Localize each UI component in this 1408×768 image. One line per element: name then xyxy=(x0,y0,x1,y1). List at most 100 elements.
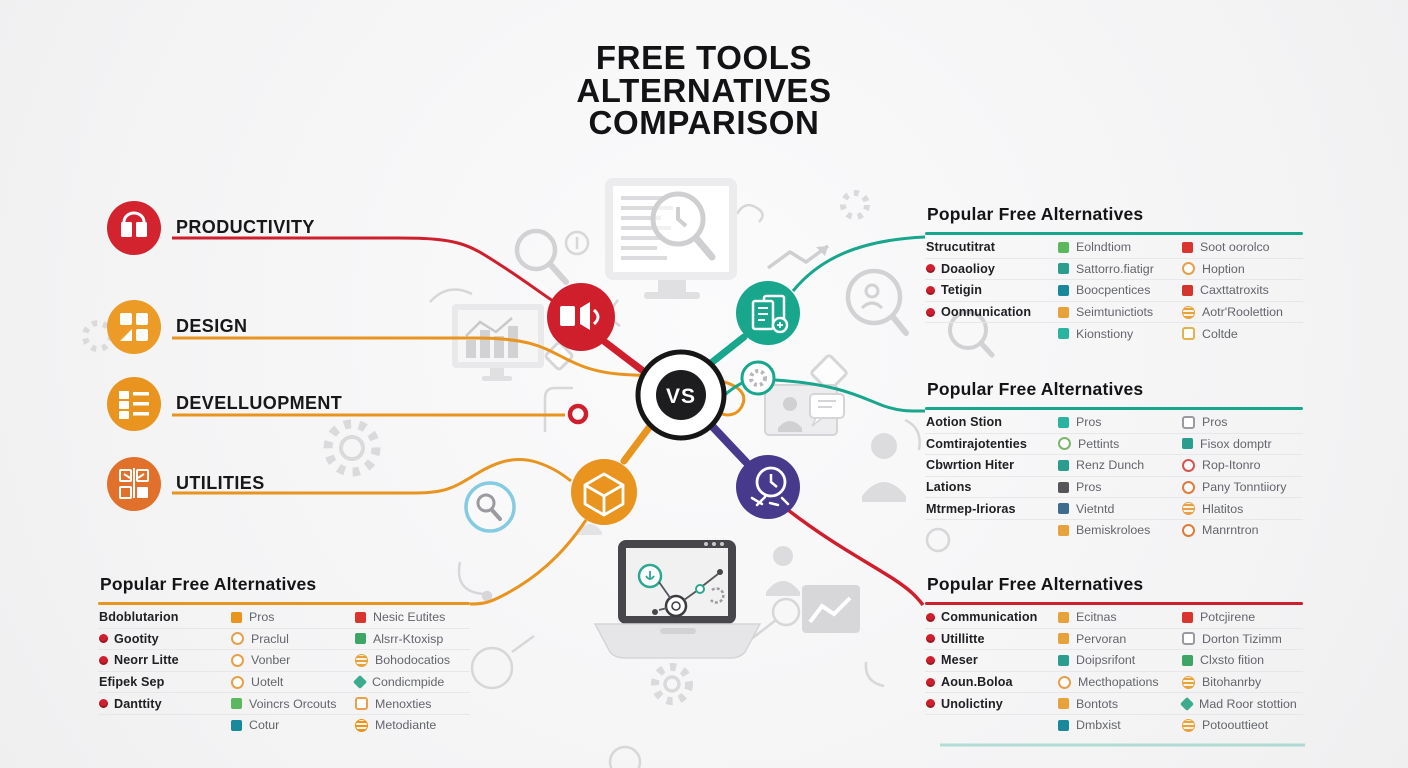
alternative-icon xyxy=(1058,611,1069,623)
tool-category-name-text: Danttity xyxy=(114,696,162,711)
red-dot-icon xyxy=(926,612,935,622)
alternative-label: Uotelt xyxy=(251,675,284,690)
alternative-icon xyxy=(1182,718,1195,732)
table-accent-underline xyxy=(98,602,470,605)
alternative-icon xyxy=(1182,327,1195,341)
chart-tile-icon xyxy=(802,585,860,633)
category-label-productivity: PRODUCTIVITY xyxy=(176,217,315,237)
alternative-label: Vietntd xyxy=(1076,501,1115,516)
tool-category-name-text: Aoun.Boloa xyxy=(941,675,1013,690)
red-dot-icon xyxy=(926,655,935,665)
tool-category-name: Strucutitrat xyxy=(926,240,1058,254)
tool-category-name-text: Lations xyxy=(926,480,972,495)
tool-category-name: Comtirajotenties xyxy=(926,437,1058,451)
tool-category-name: Aoun.Boloa xyxy=(926,675,1058,689)
alternative-label: Pros xyxy=(1076,415,1102,430)
alternative-cell: Praclul xyxy=(231,632,355,646)
page-title-line: FREE TOOLS xyxy=(595,39,813,76)
alternative-cell: Metodiante xyxy=(355,718,469,732)
alternative-label: Condicmpide xyxy=(372,675,445,690)
red-dot-icon xyxy=(926,699,935,709)
alternative-label: Pros xyxy=(1202,415,1228,430)
alternative-cell: Potcjirene xyxy=(1182,610,1302,624)
alternative-label: Caxttatroxits xyxy=(1200,283,1269,298)
alternative-icon xyxy=(1058,698,1069,710)
tool-category-name: Oonnunication xyxy=(926,305,1058,319)
table-accent-underline xyxy=(925,407,1303,410)
table-row: Cotur Metodiante xyxy=(98,715,470,736)
alternative-label: Coltde xyxy=(1202,326,1238,341)
alternative-cell: Alsrr-Ktoxisp xyxy=(355,632,469,646)
tool-category-name: Cbwrtion Hiter xyxy=(926,458,1058,472)
alternative-label: Doipsrifont xyxy=(1076,653,1136,668)
alternative-label: Cotur xyxy=(249,718,280,733)
alternative-cell: Rop-Itonro xyxy=(1182,458,1302,472)
alternative-label: Pervoran xyxy=(1076,631,1127,646)
alternative-label: Pros xyxy=(249,610,275,625)
alternative-cell: Menoxties xyxy=(355,697,469,711)
alternative-icon xyxy=(1058,481,1069,493)
tool-category-name: Aotion Stion xyxy=(926,415,1058,429)
magnifier-icon xyxy=(514,228,995,358)
category-icon-productivity xyxy=(107,201,161,255)
alternative-icon xyxy=(1182,458,1195,472)
alternative-label: Vonber xyxy=(251,653,291,668)
alternative-label: Manrntron xyxy=(1202,523,1259,538)
alternative-icon xyxy=(1182,305,1195,319)
background-doodles xyxy=(429,203,951,768)
alternative-icon xyxy=(1058,524,1069,536)
alternative-icon xyxy=(1182,611,1193,623)
alternative-label: Clxsto fition xyxy=(1200,653,1265,668)
tool-category-name-text: Cbwrtion Hiter xyxy=(926,458,1015,473)
red-dot-icon xyxy=(99,655,108,665)
alternative-cell: Potoouttieot xyxy=(1182,718,1302,732)
alternative-icon xyxy=(1182,480,1195,494)
alternative-label: Metodiante xyxy=(375,718,437,733)
alternative-cell: Seimtunictiots xyxy=(1058,305,1182,319)
table-row: Danttity Voincrs Orcouts Menoxties xyxy=(98,693,470,715)
alternative-icon xyxy=(1182,438,1193,450)
teal-gear-badge-icon xyxy=(740,360,776,396)
tool-category-name: Utillitte xyxy=(926,632,1058,646)
alternative-label: Aotr'Roolettion xyxy=(1202,305,1283,320)
alternative-icon xyxy=(1058,328,1069,340)
alternative-icon xyxy=(355,718,368,732)
tool-category-name: Meser xyxy=(926,653,1058,667)
tool-category-name: Danttity xyxy=(99,697,231,711)
alternative-label: Voincrs Orcouts xyxy=(249,696,337,711)
alternative-cell: Hlatitos xyxy=(1182,502,1302,516)
alternative-icon xyxy=(1058,416,1069,428)
category-label-development: DEVELLUOPMENT xyxy=(176,393,343,413)
alternative-icon xyxy=(231,719,242,731)
tool-category-name-text: Aotion Stion xyxy=(926,415,1003,430)
alternative-cell: Ecitnas xyxy=(1058,610,1182,624)
table-accent-underline xyxy=(925,602,1303,605)
alternative-icon xyxy=(355,611,366,623)
category-label-utilities: UTILITIES xyxy=(176,473,265,493)
red-dot-icon xyxy=(99,634,108,644)
tool-category-name-text: Unolictiny xyxy=(941,696,1003,711)
alternative-label: Potcjirene xyxy=(1200,610,1256,625)
alternative-icon xyxy=(1182,415,1195,429)
alternative-cell: Bontots xyxy=(1058,697,1182,711)
table-title: Popular Free Alternatives xyxy=(927,574,1144,594)
tool-category-name: Lations xyxy=(926,480,1058,494)
tool-category-name-text: Gootity xyxy=(114,631,159,646)
chart-monitor-icon xyxy=(452,304,544,381)
alternative-cell: Uotelt xyxy=(231,675,355,689)
alternative-cell: Pany Tonntiiory xyxy=(1182,480,1302,494)
alternative-label: Ecitnas xyxy=(1076,610,1117,625)
alternative-cell: Pros xyxy=(231,610,355,624)
tool-category-name-text: Bdoblutarion xyxy=(99,610,179,625)
alternative-label: Potoouttieot xyxy=(1202,718,1269,733)
